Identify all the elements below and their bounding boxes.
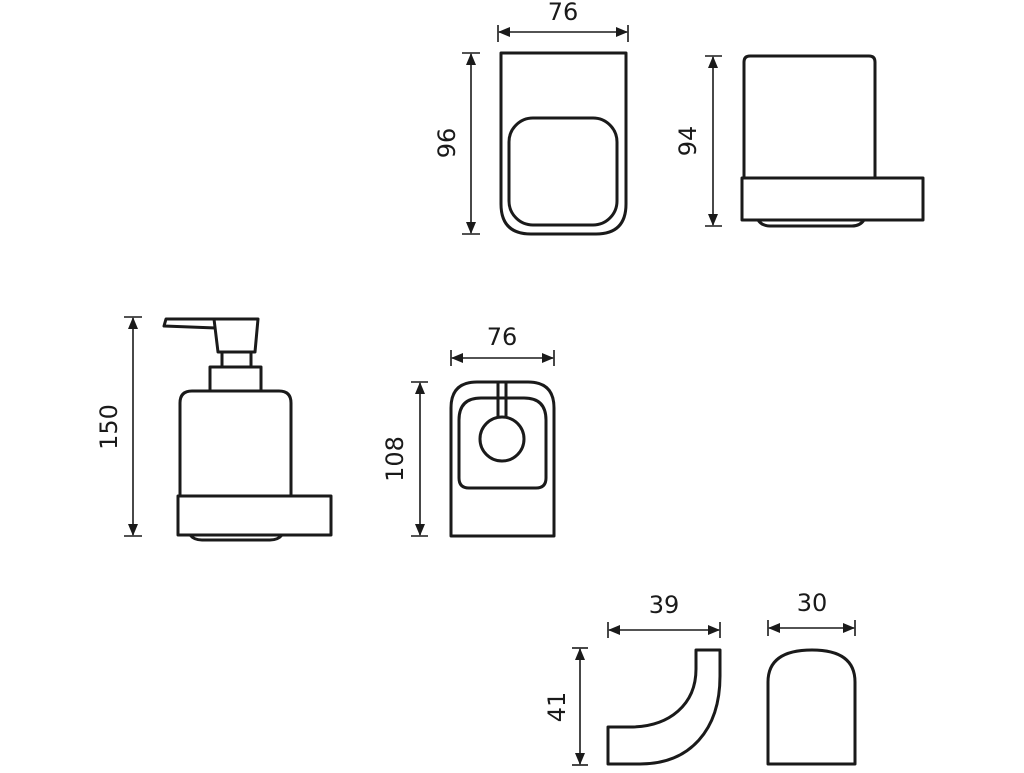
dispenser-bottle xyxy=(178,389,293,496)
dimension-dispenser-top-height: 108 xyxy=(381,381,428,537)
dimension-tumbler-side-height: 94 xyxy=(674,55,722,227)
dim-label: 39 xyxy=(649,591,680,619)
hook-side-outline xyxy=(606,648,722,766)
tumbler-side-view xyxy=(740,54,925,228)
pump-nozzle xyxy=(162,317,217,330)
hook-front-view xyxy=(766,648,857,766)
dispenser-wall-base xyxy=(176,494,333,537)
dispenser-side-view xyxy=(162,317,333,542)
tumbler-front-outline xyxy=(499,51,628,236)
dimension-tumbler-height: 96 xyxy=(433,52,480,235)
hook-front-outline xyxy=(766,648,857,766)
dimension-dispenser-height: 150 xyxy=(95,316,142,537)
dim-label: 96 xyxy=(433,128,461,159)
dim-label: 108 xyxy=(381,436,409,482)
dimension-hook-side-height: 41 xyxy=(543,647,588,766)
tumbler-bottom-lip xyxy=(756,219,866,228)
dimension-dispenser-top-width: 76 xyxy=(450,323,555,366)
dispenser-front-view xyxy=(449,380,556,538)
dim-label: 76 xyxy=(487,323,518,351)
dimension-hook-front-width: 30 xyxy=(767,589,856,636)
hook-side-view xyxy=(606,648,722,766)
pump-collar xyxy=(208,365,263,393)
dimension-tumbler-width: 76 xyxy=(497,0,629,42)
dim-label: 94 xyxy=(674,126,702,157)
dim-label: 150 xyxy=(95,404,123,450)
tumbler-front-cutout xyxy=(507,116,619,227)
dispenser-front-outline xyxy=(449,380,556,538)
dim-label: 76 xyxy=(548,0,579,26)
dim-label: 41 xyxy=(543,692,571,723)
tumbler-wall-base xyxy=(740,176,925,222)
tumbler-front-view xyxy=(499,51,628,236)
dispenser-front-bottle xyxy=(457,396,548,490)
pump-head xyxy=(212,317,260,354)
dispenser-bottom-lip xyxy=(188,534,284,542)
dimension-hook-side-width: 39 xyxy=(607,591,721,638)
tumbler-glass-outline xyxy=(742,54,877,178)
dim-label: 30 xyxy=(797,589,828,617)
pump-head-circle xyxy=(478,415,526,463)
